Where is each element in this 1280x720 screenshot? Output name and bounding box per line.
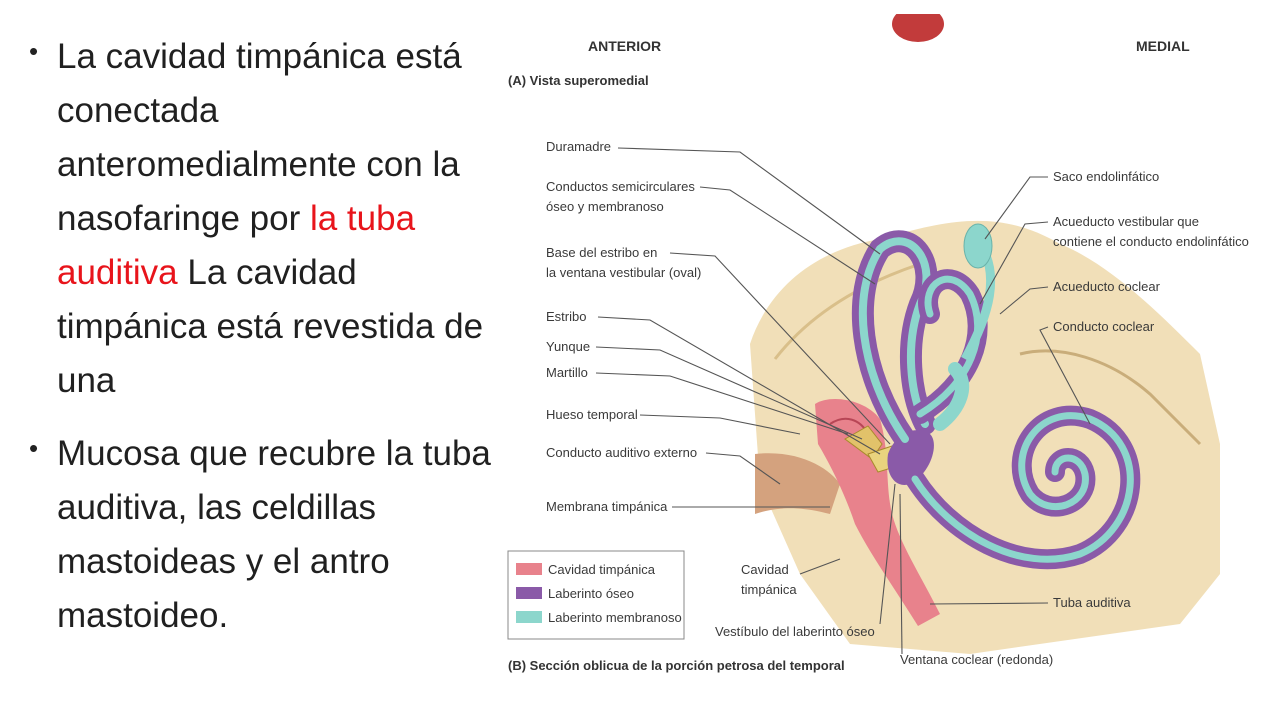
leader-line <box>899 493 903 655</box>
label-tuba-auditiva: Tuba auditiva <box>1053 595 1131 610</box>
ear-anatomy-diagram: ANTERIOR MEDIAL (A) Vista superomedial D… <box>507 14 1249 673</box>
left-leader-lines <box>595 147 891 508</box>
view-b-title: (B) Sección oblicua de la porción petros… <box>508 658 845 673</box>
label-yunque: Yunque <box>546 339 590 354</box>
leader-line <box>597 316 881 455</box>
external-canal-shape <box>755 453 840 514</box>
membranous-canal-shape <box>858 237 931 443</box>
leader-line <box>617 147 881 255</box>
bullet-text: La cavidad timpánica está conectada ante… <box>57 30 494 408</box>
leader-line <box>595 372 849 435</box>
leader-line <box>929 602 1049 605</box>
legend-swatch-cavidad <box>516 563 542 575</box>
highlighted-term: la tuba auditiva <box>57 199 416 292</box>
label-acueducto-vestibular-2: contiene el conducto endolinfático <box>1053 234 1249 249</box>
label-conducto-auditivo: Conducto auditivo externo <box>546 445 697 460</box>
label-ventana-coclear: Ventana coclear (redonda) <box>900 652 1053 667</box>
leader-line <box>979 221 1049 305</box>
label-conducto-coclear: Conducto coclear <box>1053 319 1155 334</box>
ossicle-malleus-shape <box>844 425 883 460</box>
text-panel: • La cavidad timpánica está conectada an… <box>26 30 494 662</box>
leader-line <box>799 558 841 575</box>
bullet-text-part: La cavidad timpánica está conectada ante… <box>57 37 462 238</box>
bone-edge-shape <box>1019 349 1202 446</box>
label-conductos-semicirculares: Conductos semicirculares <box>546 179 695 194</box>
membranous-canal-shape <box>916 275 982 418</box>
legend: Cavidad timpánica Laberinto óseo Laberin… <box>507 550 685 640</box>
bullet-item: • La cavidad timpánica está conectada an… <box>26 30 494 408</box>
leader-line <box>999 286 1049 315</box>
legend-label-cavidad: Cavidad timpánica <box>548 562 656 577</box>
endolymphatic-sac-shape <box>963 223 993 269</box>
orientation-medial: MEDIAL <box>1136 38 1190 54</box>
leader-line <box>595 346 863 440</box>
label-martillo: Martillo <box>546 365 588 380</box>
label-base-estribo: Base del estribo en <box>546 245 657 260</box>
tympanic-cavity-shape <box>815 399 940 626</box>
label-membrana-timpanica: Membrana timpánica <box>546 499 668 514</box>
orientation-anterior: ANTERIOR <box>588 38 661 54</box>
bullet-dot-icon: • <box>29 36 39 66</box>
label-duramadre: Duramadre <box>546 139 611 154</box>
label-estribo: Estribo <box>546 309 586 324</box>
label-base-estribo-2: la ventana vestibular (oval) <box>546 265 701 280</box>
legend-label-laberinto-membranoso: Laberinto membranoso <box>548 610 682 625</box>
leader-line <box>1039 326 1091 425</box>
label-timpanica: timpánica <box>741 582 797 597</box>
bone-edge-shape <box>773 262 921 360</box>
leader-line <box>879 483 896 625</box>
legend-swatch-laberinto-oseo <box>516 587 542 599</box>
bullet-item: • Mucosa que recubre la tuba auditiva, l… <box>26 427 494 643</box>
top-structure-shape <box>892 14 944 42</box>
view-a-title: (A) Vista superomedial <box>508 73 649 88</box>
label-saco-endolinfatico: Saco endolinfático <box>1053 169 1159 184</box>
bullet-dot-icon: • <box>29 433 39 463</box>
ear-anatomy-figure: ANTERIOR MEDIAL (A) Vista superomedial D… <box>500 14 1270 700</box>
leader-line <box>639 414 801 435</box>
label-conductos-semicirculares-2: óseo y membranoso <box>546 199 664 214</box>
label-hueso-temporal: Hueso temporal <box>546 407 638 422</box>
cochlear-duct-shape <box>911 412 1134 563</box>
leader-line <box>705 452 781 485</box>
cochlea-spiral-shape <box>905 405 1141 570</box>
label-vestibulo: Vestíbulo del laberinto óseo <box>715 624 875 639</box>
bullet-text: Mucosa que recubre la tuba auditiva, las… <box>57 434 491 635</box>
label-acueducto-vestibular: Acueducto vestibular que <box>1053 214 1199 229</box>
membranous-sac-shape <box>933 362 970 431</box>
leader-line <box>669 252 891 445</box>
legend-swatch-laberinto-membranoso <box>516 611 542 623</box>
label-acueducto-coclear: Acueducto coclear <box>1053 279 1161 294</box>
label-cavidad: Cavidad <box>741 562 789 577</box>
leader-line <box>984 176 1048 240</box>
bullet-text-part: La cavidad timpánica está revestida de u… <box>57 253 484 400</box>
right-leader-lines <box>929 176 1091 605</box>
leader-line <box>699 186 876 285</box>
legend-label-laberinto-oseo: Laberinto óseo <box>548 586 634 601</box>
